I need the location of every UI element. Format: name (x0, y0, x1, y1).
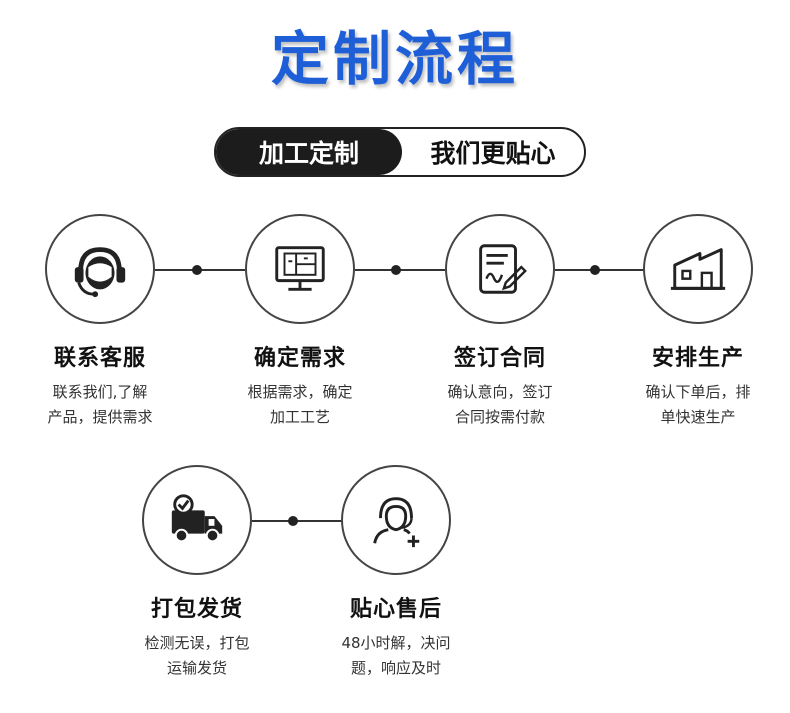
step-description: 联系我们,了解 产品，提供需求 (20, 380, 180, 430)
step-desc-line: 单快速生产 (660, 408, 736, 426)
connector-dot (192, 265, 202, 275)
banner-left-label: 加工定制 (216, 129, 402, 175)
step-title: 打包发货 (150, 597, 243, 622)
step-contact-service: 联系客服 联系我们,了解 产品，提供需求 (20, 214, 180, 430)
step-description: 确认意向，签订 合同按需付款 (420, 380, 580, 430)
step-icon-circle (341, 465, 451, 575)
step-after-sales: 贴心售后 48小时解，决问 题，响应及时 (316, 465, 476, 681)
contract-sign-icon (479, 244, 527, 294)
customer-service-icon (373, 497, 420, 548)
factory-icon (670, 248, 726, 290)
step-pack-ship: 打包发货 检测无误，打包 运输发货 (117, 465, 277, 681)
step-icon-circle (45, 214, 155, 324)
banner-right-label: 我们更贴心 (430, 139, 556, 168)
step-title: 确定需求 (253, 346, 346, 371)
step-desc-line: 联系我们,了解 (52, 383, 148, 401)
step-desc-line: 产品，提供需求 (47, 408, 153, 426)
step-icon-circle (643, 214, 753, 324)
step-desc-line: 确认意向，签订 (447, 383, 553, 401)
delivery-truck-icon (171, 494, 223, 543)
step-desc-line: 运输发货 (166, 659, 227, 677)
step-description: 检测无误，打包 运输发货 (117, 631, 277, 681)
connector-dot (391, 265, 401, 275)
step-desc-line: 检测无误，打包 (144, 634, 250, 652)
step-icon-circle (445, 214, 555, 324)
step-title: 签订合同 (453, 346, 546, 371)
step-arrange-production: 安排生产 确认下单后，排 单快速生产 (618, 214, 778, 430)
step-icon-circle (245, 214, 355, 324)
connector-dot (288, 516, 298, 526)
connector-line (555, 269, 645, 271)
step-desc-line: 确认下单后，排 (645, 383, 751, 401)
step-confirm-needs: 确定需求 根据需求，确定 加工工艺 (220, 214, 380, 430)
headset-icon (74, 247, 126, 298)
step-description: 确认下单后，排 单快速生产 (618, 380, 778, 430)
step-title: 安排生产 (651, 346, 744, 371)
step-desc-line: 题，响应及时 (350, 659, 441, 677)
connector-dot (590, 265, 600, 275)
step-sign-contract: 签订合同 确认意向，签订 合同按需付款 (420, 214, 580, 430)
slogan-banner: 加工定制 我们更贴心 (214, 127, 586, 177)
page-title: 定制流程 (270, 25, 519, 93)
step-title: 贴心售后 (349, 597, 442, 622)
step-icon-circle (142, 465, 252, 575)
step-description: 根据需求，确定 加工工艺 (220, 380, 380, 430)
step-desc-line: 加工工艺 (269, 408, 330, 426)
step-desc-line: 根据需求，确定 (247, 383, 353, 401)
step-title: 联系客服 (53, 346, 146, 371)
step-desc-line: 48小时解，决问 (341, 634, 451, 652)
step-desc-line: 合同按需付款 (454, 408, 545, 426)
step-description: 48小时解，决问 题，响应及时 (316, 631, 476, 681)
blueprint-monitor-icon (275, 246, 325, 291)
